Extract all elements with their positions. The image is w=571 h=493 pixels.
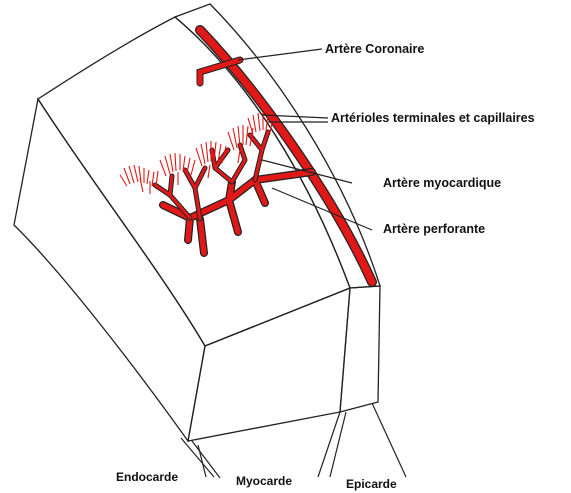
label-coronary-artery: Artère Coronaire (325, 42, 424, 56)
leader-endocarde-1 (181, 438, 214, 477)
leader-endocarde-2 (192, 441, 220, 478)
leader-epicarde-1 (330, 412, 346, 477)
label-terminal-arterioles: Artérioles terminales et capillaires (331, 111, 535, 125)
leader-epicarde-2 (372, 403, 406, 477)
label-epicardium: Epicarde (346, 477, 397, 491)
label-endocardium: Endocarde (116, 470, 178, 484)
leader-myocarde-2 (318, 412, 340, 477)
leader-coronary (238, 49, 322, 60)
label-perforating-artery: Artère perforante (383, 222, 485, 236)
myocardium-front (188, 288, 350, 441)
leader-myocarde-1 (198, 445, 206, 477)
label-myocardial-artery: Artère myocardique (383, 176, 501, 190)
endocardium-layer (14, 99, 205, 441)
epicardium-front (340, 286, 380, 412)
label-myocardium: Myocarde (236, 474, 292, 488)
